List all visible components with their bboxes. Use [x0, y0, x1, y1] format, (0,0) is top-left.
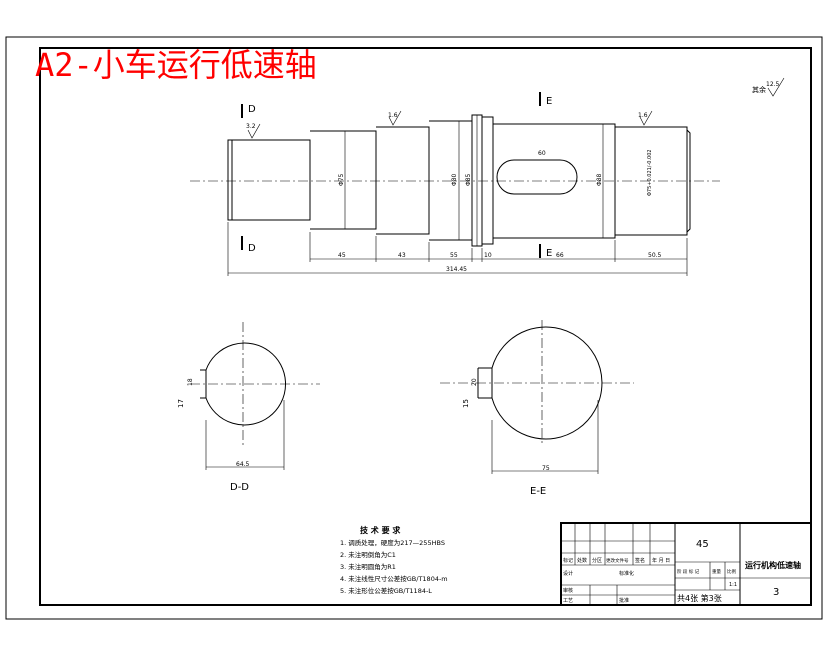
svg-text:12.5: 12.5 [766, 81, 780, 88]
svg-text:重量: 重量 [712, 568, 721, 575]
svg-text:45: 45 [338, 252, 346, 259]
svg-text:1:1: 1:1 [729, 582, 737, 588]
drawing-title: A2-小车运行低速轴 [35, 46, 317, 84]
svg-text:64.5: 64.5 [236, 461, 250, 468]
svg-text:年 月 日: 年 月 日 [652, 557, 670, 564]
svg-text:技 术 要 求: 技 术 要 求 [360, 525, 401, 535]
svg-text:D-D: D-D [230, 482, 249, 493]
svg-text:Φ75+0.021/-0.002: Φ75+0.021/-0.002 [647, 149, 653, 196]
svg-text:314.45: 314.45 [446, 266, 467, 273]
svg-text:E: E [546, 248, 552, 259]
svg-text:其余: 其余 [752, 85, 766, 94]
svg-text:签名: 签名 [635, 557, 645, 564]
svg-text:50.5: 50.5 [648, 252, 662, 259]
general-roughness-mark: 其余 12.5 [752, 77, 785, 97]
svg-text:55: 55 [450, 252, 458, 259]
keyway-slot [496, 159, 578, 195]
svg-text:Φ80: Φ80 [451, 173, 458, 186]
svg-text:E-E: E-E [530, 486, 546, 497]
svg-text:3.2: 3.2 [246, 123, 256, 130]
section-dd: 64.5 17 18 D-D [177, 322, 320, 493]
local-roughness-marks: 3.2 1.6 1.6 [246, 110, 653, 139]
svg-text:2. 未注明倒角为C1: 2. 未注明倒角为C1 [340, 550, 396, 559]
svg-text:3: 3 [773, 587, 779, 598]
tech-requirements: 技 术 要 求 1. 调质处理，硬度为217—255HBS 2. 未注明倒角为C… [340, 525, 448, 595]
svg-text:45: 45 [696, 539, 709, 550]
svg-text:18: 18 [187, 378, 194, 386]
svg-text:工艺: 工艺 [563, 598, 573, 604]
svg-text:处数: 处数 [577, 557, 587, 564]
svg-text:批准: 批准 [619, 597, 629, 604]
svg-text:运行机构低速轴: 运行机构低速轴 [745, 560, 801, 570]
svg-text:1. 调质处理，硬度为217—255HBS: 1. 调质处理，硬度为217—255HBS [340, 538, 445, 547]
svg-text:4. 未注线性尺寸公差按GB/T1804-m: 4. 未注线性尺寸公差按GB/T1804-m [340, 574, 448, 583]
svg-text:比例: 比例 [727, 568, 736, 575]
svg-text:阶 段 标 记: 阶 段 标 记 [677, 568, 700, 575]
svg-text:3. 未注明圆角为R1: 3. 未注明圆角为R1 [340, 562, 396, 571]
svg-text:Φ88: Φ88 [596, 173, 603, 186]
svg-text:Φ75: Φ75 [338, 173, 345, 186]
svg-text:审核: 审核 [563, 587, 573, 594]
inner-frame [39, 47, 812, 606]
svg-text:17: 17 [177, 399, 185, 408]
title-block: 标记 处数 分区 更改文件号 签名 年 月 日 设计 标准化 审核 工艺 批准 … [560, 522, 812, 606]
svg-text:D: D [248, 243, 256, 254]
svg-text:1.6: 1.6 [388, 112, 398, 119]
svg-text:60: 60 [538, 150, 546, 157]
shaft-main-view [190, 114, 720, 247]
svg-text:10: 10 [484, 252, 492, 259]
svg-text:Φ85: Φ85 [465, 173, 472, 186]
svg-text:分区: 分区 [592, 557, 602, 564]
svg-text:D: D [248, 104, 256, 115]
svg-text:5. 未注形位公差按GB/T1184-L: 5. 未注形位公差按GB/T1184-L [340, 586, 432, 595]
length-dims: 45 43 55 10 66 50.5 314.45 [227, 222, 688, 276]
svg-text:共4张 第3张: 共4张 第3张 [677, 593, 722, 603]
svg-text:66: 66 [556, 252, 564, 259]
svg-text:更改文件号: 更改文件号 [606, 557, 629, 564]
section-ee: 75 15 20 E-E [440, 320, 634, 497]
svg-text:E: E [546, 96, 552, 107]
svg-text:15: 15 [462, 399, 470, 408]
svg-text:1.6: 1.6 [638, 112, 648, 119]
svg-text:标准化: 标准化 [619, 570, 634, 577]
svg-text:20: 20 [471, 378, 478, 386]
section-markers: D D E E [241, 92, 552, 259]
outer-frame [5, 36, 823, 620]
svg-text:43: 43 [398, 252, 406, 259]
svg-text:75: 75 [542, 465, 550, 472]
diameter-dims: Φ75 Φ80 Φ85 Φ88 Φ75+0.021/-0.002 60 [338, 149, 653, 196]
svg-text:标记: 标记 [563, 557, 573, 564]
svg-text:设计: 设计 [563, 570, 573, 577]
